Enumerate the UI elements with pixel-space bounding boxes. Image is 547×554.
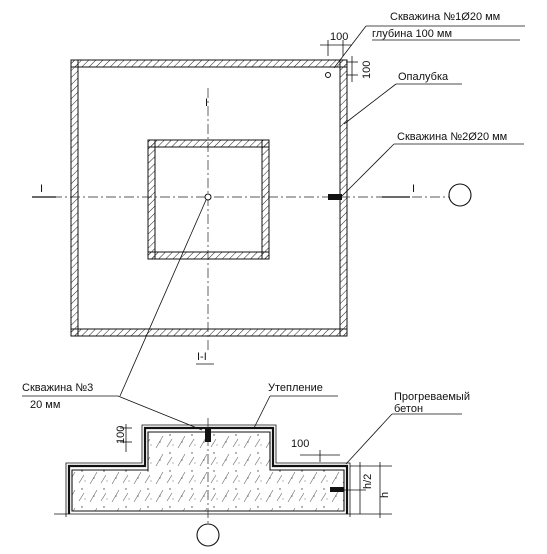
leader-well-1 (333, 25, 367, 69)
section-marker-circle (448, 183, 472, 207)
dimension-section-step-width: 100 (291, 438, 309, 450)
label-well-3-title: Скважина №3 (22, 382, 93, 394)
plan-view: I I I 100 100 Скважина №1Ø20 мм глубина … (32, 11, 525, 397)
leader-well-2 (341, 143, 395, 197)
dimension-section-top-height: 100 (115, 426, 127, 444)
plan-center-well (204, 193, 212, 201)
label-heated-concrete-2: бетон (394, 403, 423, 415)
label-well-3-size: 20 мм (30, 399, 60, 411)
dimension-section-half-height: h/2 (362, 474, 374, 489)
section-view: I-I 100 100 h/2 h (22, 351, 470, 547)
axis-mark-top: I (205, 97, 208, 109)
label-heated-concrete-1: Прогреваемый (394, 391, 470, 403)
section-well-center (205, 428, 211, 442)
label-well-1-title: Скважина №1Ø20 мм (390, 11, 500, 23)
plan-well-2 (328, 194, 342, 200)
axis-mark-right: I (412, 183, 415, 195)
plan-inner-formwork (147, 139, 156, 260)
leader-formwork (343, 83, 397, 125)
leader-well-3-section (117, 395, 203, 431)
leader-insulation (253, 395, 271, 429)
section-well-side (330, 487, 344, 492)
plan-outer-formwork (70, 59, 79, 337)
leader-heated-concrete (345, 413, 393, 465)
plan-well-1 (325, 72, 331, 78)
leader-well-3 (119, 199, 207, 397)
dimension-plan-top-horizontal: 100 (330, 31, 348, 43)
axis-mark-left: I (40, 183, 43, 195)
section-title: I-I (197, 351, 207, 363)
plan-outer-formwork (70, 59, 348, 68)
plan-inner-formwork (147, 251, 270, 260)
plan-inner-formwork (147, 139, 270, 148)
section-concrete-body (71, 431, 345, 512)
label-insulation: Утепление (268, 382, 323, 394)
dimension-section-full-height: h (379, 492, 391, 498)
plan-outer-formwork (70, 328, 348, 337)
label-well-2-title: Скважина №2Ø20 мм (397, 131, 507, 143)
dimension-plan-top-vertical: 100 (361, 61, 373, 79)
section-bottom-marker (196, 523, 220, 547)
plan-inner-formwork (261, 139, 270, 260)
label-well-1-depth: глубина 100 мм (372, 28, 452, 40)
label-formwork: Опалубка (398, 71, 449, 83)
